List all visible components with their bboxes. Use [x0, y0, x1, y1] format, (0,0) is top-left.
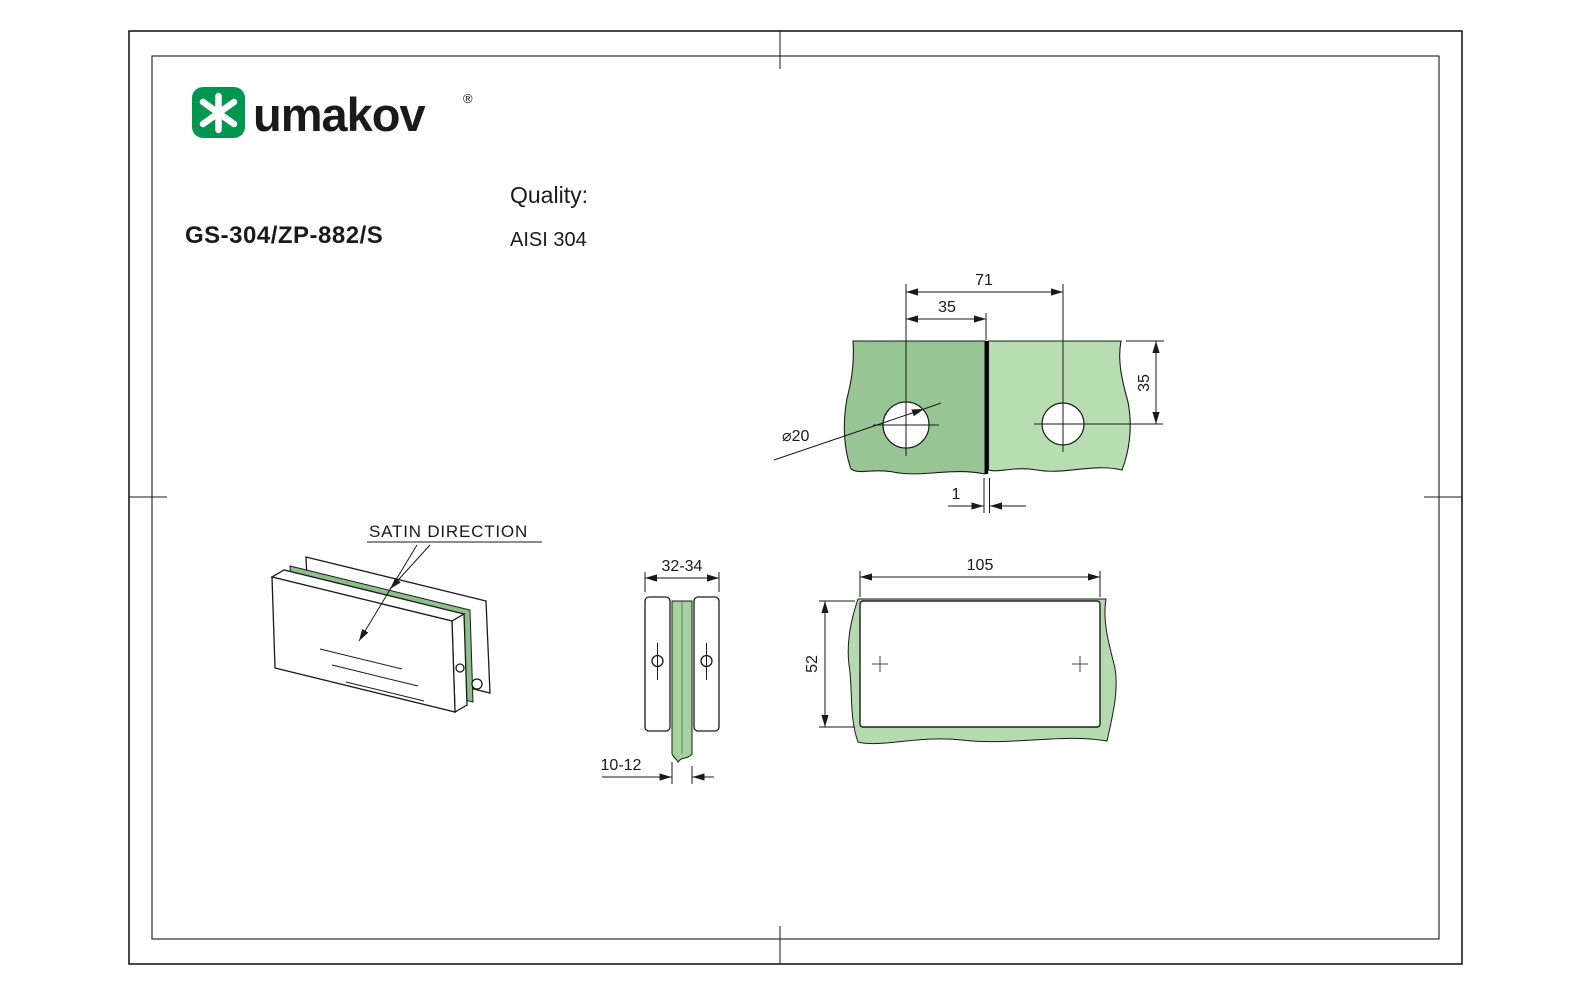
inner-border: [151, 55, 1440, 940]
registered-mark: ®: [463, 91, 473, 106]
dim-10-12: 10-12: [601, 757, 714, 784]
clamp-body-front: [859, 600, 1101, 728]
dim-label-d20: ⌀20: [782, 428, 810, 445]
dim-35-vertical: 35: [1126, 340, 1164, 424]
satin-direction-label: SATIN DIRECTION: [369, 522, 528, 541]
satin-leader-face: [358, 544, 418, 642]
brand-name: umakov: [253, 88, 425, 141]
outer-border: [128, 30, 1463, 965]
dim-52: 52: [804, 600, 855, 728]
dim-label-32-34: 32-34: [662, 558, 703, 575]
dim-71: 71: [906, 272, 1063, 296]
dim-32-34: 32-34: [644, 558, 720, 592]
isometric-view: SATIN DIRECTION: [270, 522, 542, 714]
iso-screw-side: [455, 663, 465, 673]
dim-105: 105: [859, 557, 1101, 597]
dim-label-35h: 35: [938, 299, 956, 316]
brand-logo: umakov ®: [192, 87, 473, 141]
dim-gap-1: 1: [948, 478, 1026, 513]
top-view: 71 35 35 ⌀20 1: [773, 272, 1164, 513]
dim-label-gap: 1: [952, 486, 961, 503]
screw-center-marks: [872, 656, 1088, 672]
satin-leader-top: [389, 544, 431, 590]
quality-label: Quality:: [510, 182, 588, 208]
dim-label-105: 105: [967, 557, 994, 574]
front-view: 105 52: [804, 557, 1117, 745]
sheet-border: [128, 30, 1463, 965]
iso-screw-back: [471, 678, 483, 690]
dim-label-35v: 35: [1136, 374, 1153, 392]
dim-label-71: 71: [975, 272, 993, 289]
dim-label-10-12: 10-12: [601, 757, 642, 774]
product-code: GS-304/ZP-882/S: [185, 222, 383, 249]
satin-direction-callout: SATIN DIRECTION: [358, 522, 542, 642]
iso-front-face: [271, 576, 456, 713]
title-block: GS-304/ZP-882/S Quality: AISI 304: [185, 182, 588, 251]
hole-centerlines: [873, 284, 1163, 456]
satin-texture-lines: [319, 648, 425, 702]
quality-value: AISI 304: [510, 229, 587, 251]
dim-label-52: 52: [804, 655, 821, 673]
dim-diameter-20: ⌀20: [773, 402, 942, 461]
dim-35-horizontal: 35: [906, 299, 987, 340]
side-view: 32-34 10-12: [601, 558, 720, 784]
brand-icon-mark: [199, 92, 238, 134]
